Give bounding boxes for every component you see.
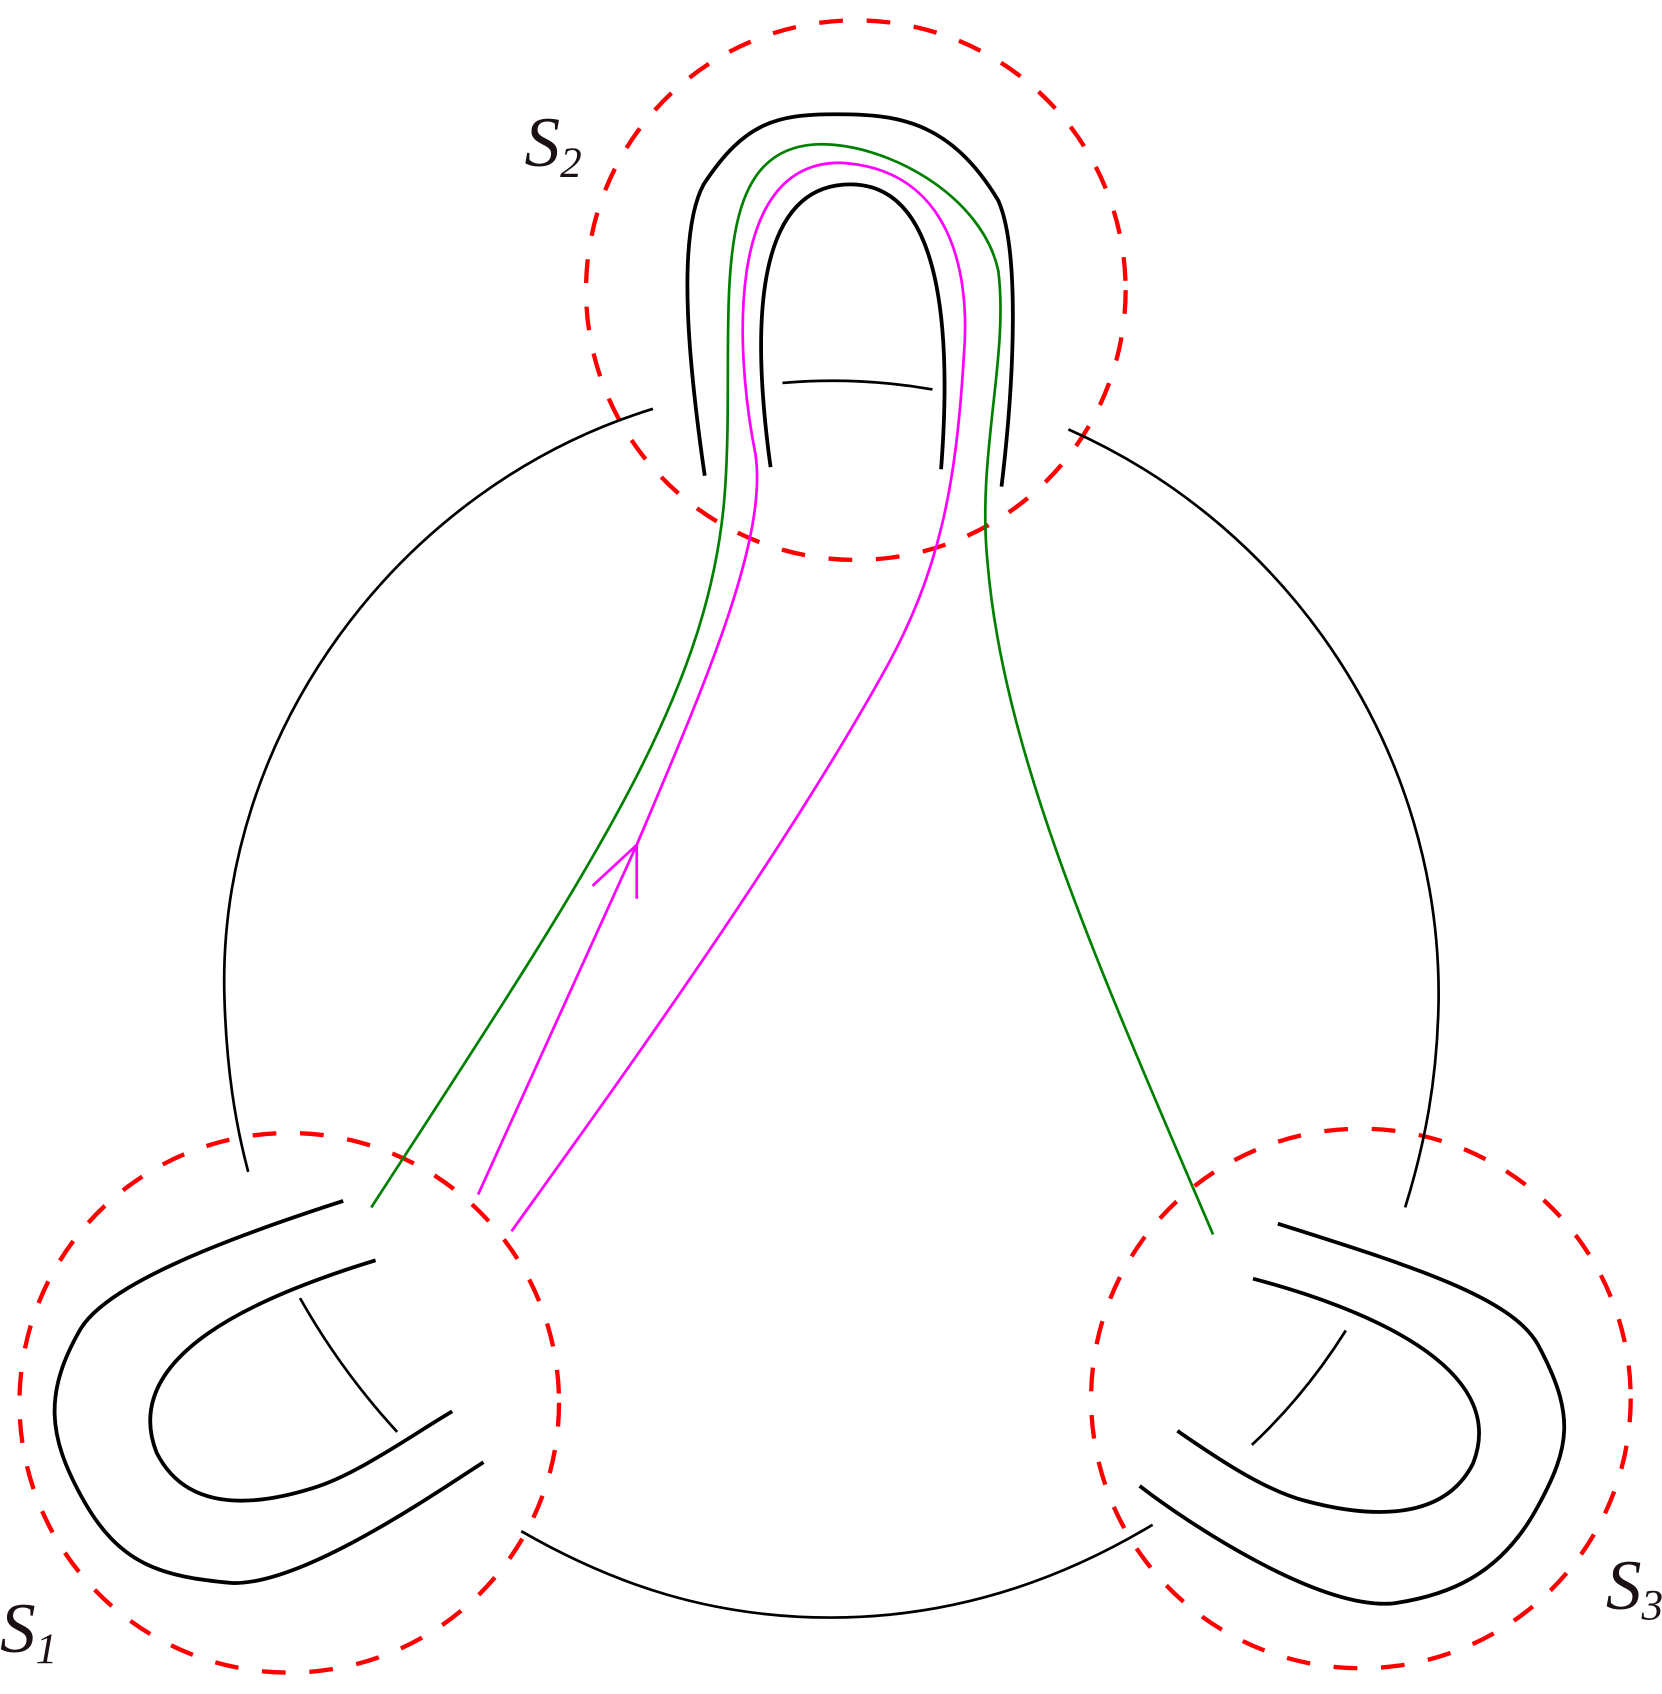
green-curve (370, 143, 1215, 1235)
s3-inner-strand (1176, 1276, 1481, 1514)
s3-crossing-arc (1250, 1329, 1347, 1446)
s1-outer-strand (52, 1199, 485, 1585)
s1-inner-strand (148, 1258, 454, 1503)
s2-inner-strand (759, 182, 947, 470)
magenta-curve (476, 161, 967, 1232)
left-arc (222, 407, 654, 1173)
label-s1: S1 (0, 1590, 57, 1673)
sphere-s1 (17, 1130, 562, 1675)
s2-crossing-arc (782, 379, 933, 391)
s1-crossing-arc (298, 1297, 399, 1433)
sphere-s3 (1088, 1126, 1633, 1671)
right-arc (1067, 428, 1440, 1208)
arrow-icon (591, 841, 639, 899)
label-s2: S2 (525, 104, 582, 187)
s3-outer-strand (1138, 1221, 1567, 1606)
label-s3: S3 (1606, 1547, 1662, 1630)
sphere-s2 (583, 18, 1128, 563)
bottom-arc (520, 1523, 1154, 1619)
s2-outer-strand (685, 112, 1015, 487)
